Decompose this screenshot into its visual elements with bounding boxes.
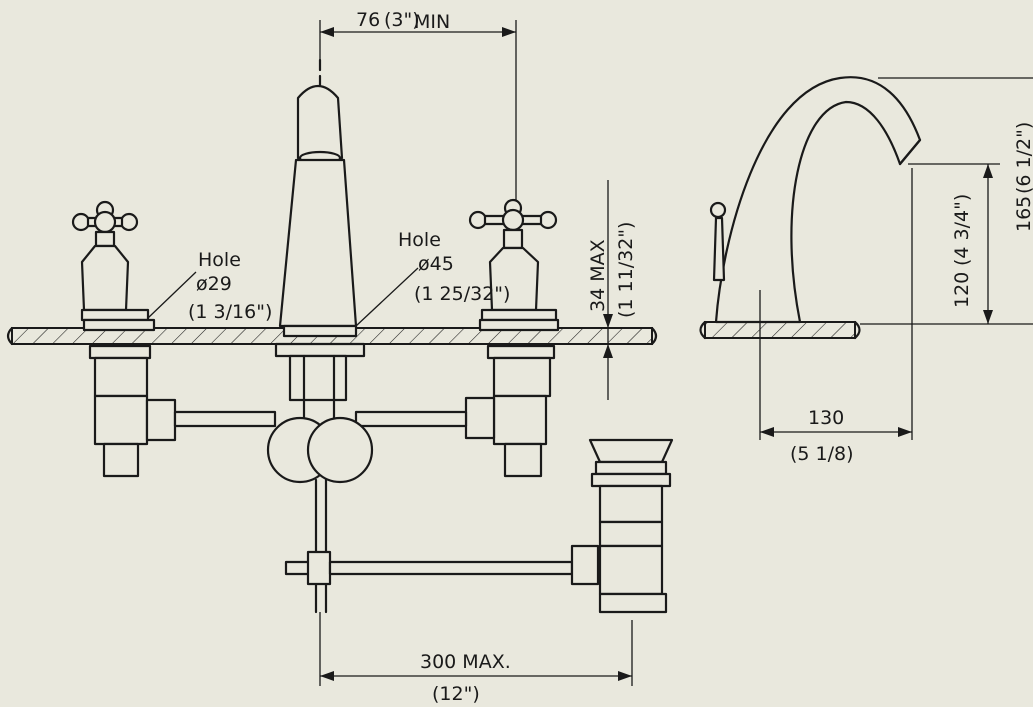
center-spout <box>266 58 374 484</box>
left-tap <box>71 200 277 478</box>
label-center-hole: Hole ø45 (1 25/32") <box>355 229 510 327</box>
deck-thickness-imperial: (1 11/32") <box>615 222 637 318</box>
right-tap <box>354 198 560 478</box>
spout-reach-imperial: (5 1/8) <box>790 443 854 465</box>
center-hole-diameter: ø45 <box>418 253 454 275</box>
tap-spread-imperial: (12") <box>432 683 480 705</box>
label-left-hole: Hole ø29 (1 3/16") <box>147 249 272 323</box>
deck-thickness-value: 34 MAX <box>587 239 609 312</box>
left-hole-imperial: (1 3/16") <box>188 301 272 323</box>
side-elevation <box>699 76 922 340</box>
tap-spread-value: 300 MAX. <box>420 651 511 673</box>
dim-spout-offset-paren: (3") <box>384 9 420 31</box>
dim-spout-height: 120 (4 3/4") <box>860 163 1033 325</box>
spout-reach-value: 130 <box>808 407 844 429</box>
spout-height-value: 120 <box>951 272 973 308</box>
pop-up-waste <box>284 438 674 614</box>
dim-spout-offset-note: MIN <box>414 11 450 33</box>
overall-height-value: 165 <box>1013 196 1033 232</box>
center-hole-label: Hole <box>398 229 441 251</box>
dim-deck-thickness: 34 MAX (1 11/32") <box>587 180 637 400</box>
overall-height-imperial: (6 1/2") <box>1013 122 1033 194</box>
left-hole-diameter: ø29 <box>196 273 232 295</box>
center-hole-imperial: (1 25/32") <box>414 283 510 305</box>
dim-overall-height: 165 (6 1/2") <box>878 77 1033 232</box>
dim-spout-reach: 130 (5 1/8) <box>759 168 913 465</box>
dim-spout-offset: 76 (3") MIN <box>319 9 517 200</box>
dim-tap-spread: 300 MAX. (12") <box>319 612 633 705</box>
left-hole-label: Hole <box>198 249 241 271</box>
dim-spout-offset-value: 76 <box>356 9 380 31</box>
spout-height-imperial: (4 3/4") <box>951 194 973 266</box>
